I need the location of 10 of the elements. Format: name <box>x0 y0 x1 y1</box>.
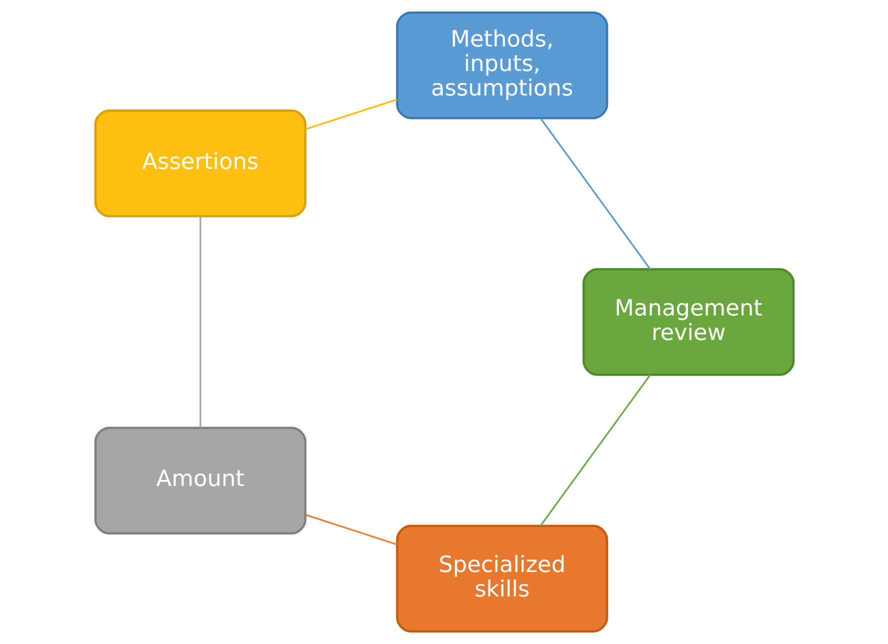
connector <box>199 216 201 428</box>
connector <box>539 374 650 526</box>
node-box: Specialized skills <box>396 524 608 633</box>
connector <box>304 98 397 130</box>
connector <box>539 118 650 270</box>
node-box: Amount <box>94 426 306 534</box>
node-box: Assertions <box>94 110 306 218</box>
node-box: Methods, inputs, assumptions <box>396 11 608 120</box>
connector <box>304 514 397 546</box>
node-box: Management review <box>582 268 794 376</box>
